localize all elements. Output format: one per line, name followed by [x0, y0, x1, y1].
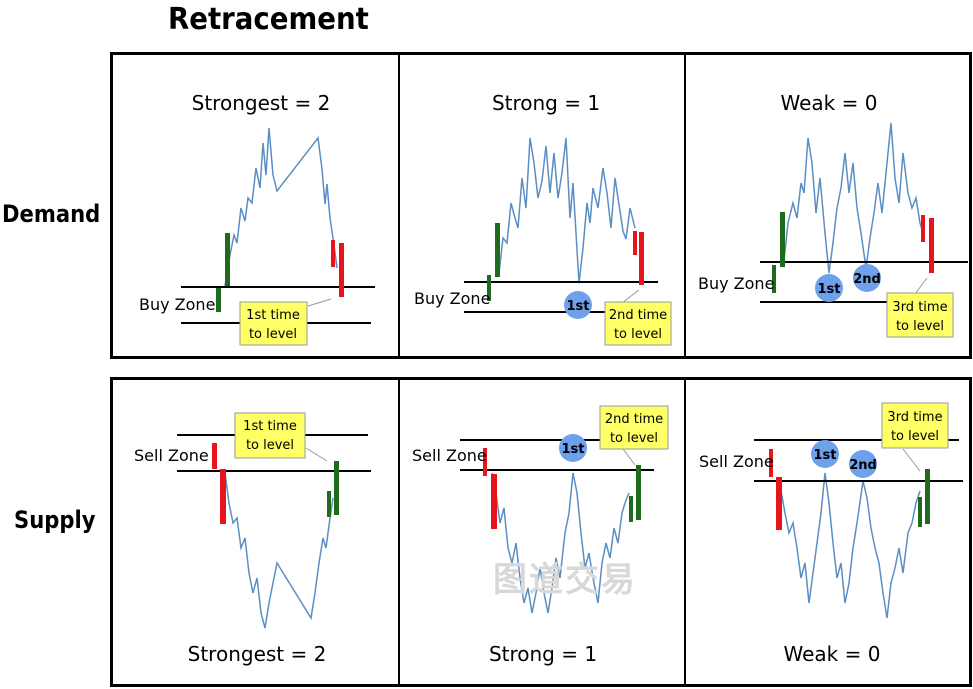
price-line — [783, 122, 924, 274]
note-line: 1st time — [246, 308, 300, 323]
supply-grid: Strongest = 2 Sell Zone 1st time to leve… — [110, 377, 972, 687]
panel-title: Strong = 1 — [492, 91, 600, 115]
panel-supply-weak: Weak = 0 Sell Zone 1st 2nd 3rd time to l… — [699, 402, 963, 666]
price-line — [780, 472, 921, 619]
badge-2nd — [849, 450, 877, 478]
note-line: to level — [891, 429, 939, 444]
panel-demand-weak: Weak = 0 Buy Zone 1st 2nd 3rd time to le… — [698, 91, 968, 338]
note-line: 2nd time — [605, 412, 663, 427]
zone-label: Sell Zone — [134, 446, 209, 465]
row-label-supply: Supply — [14, 506, 96, 534]
bull-candle — [334, 461, 339, 515]
note-line: to level — [246, 438, 294, 453]
badge-label: 1st — [814, 448, 837, 463]
badge-1st — [559, 434, 587, 462]
note-box — [239, 301, 308, 346]
bull-candle — [918, 497, 922, 527]
note-box — [599, 405, 669, 450]
bear-candle — [633, 231, 637, 255]
panel-supply-strongest: Strongest = 2 Sell Zone 1st time to leve… — [134, 412, 371, 666]
badge-label: 1st — [562, 442, 585, 457]
callout-connector — [305, 447, 328, 462]
callout-connector — [902, 448, 921, 472]
bear-candle — [929, 218, 934, 273]
panel-title: Strongest = 2 — [192, 91, 331, 115]
bull-candle — [772, 265, 776, 293]
grid-divider — [398, 380, 400, 684]
page-title: Retracement — [168, 2, 369, 37]
note-line: 3rd time — [892, 300, 947, 315]
note-box — [886, 292, 954, 338]
note-line: to level — [614, 327, 662, 342]
zone-label: Buy Zone — [414, 289, 490, 308]
demand-panels: Strongest = 2 Buy Zone 1st time to level… — [139, 91, 968, 346]
note-line: 2nd time — [609, 308, 667, 323]
zone-label: Sell Zone — [699, 452, 774, 471]
panel-title: Strong = 1 — [489, 642, 597, 666]
panel-demand-strongest: Strongest = 2 Buy Zone 1st time to level — [139, 91, 375, 346]
bear-candle — [339, 243, 344, 297]
callout-connector — [621, 289, 640, 304]
badge-label: 2nd — [849, 458, 877, 473]
grid-divider — [398, 55, 400, 356]
price-line — [491, 472, 630, 614]
demand-grid: Strongest = 2 Buy Zone 1st time to level… — [110, 52, 972, 359]
watermark: 图道交易 — [493, 560, 637, 600]
note-line: to level — [896, 319, 944, 334]
note-line: to level — [249, 327, 297, 342]
supply-panels: Strongest = 2 Sell Zone 1st time to leve… — [134, 402, 963, 666]
bull-candle — [495, 223, 500, 277]
badge-1st — [811, 440, 839, 468]
grid-divider — [684, 380, 686, 684]
badge-1st — [815, 274, 843, 302]
row-label-demand: Demand — [2, 200, 101, 228]
bear-candle — [776, 477, 782, 530]
bear-candle — [769, 449, 773, 477]
bull-candle — [629, 496, 633, 522]
panel-title: Weak = 0 — [781, 91, 878, 115]
badge-label: 1st — [818, 282, 841, 297]
panel-title: Strongest = 2 — [188, 642, 327, 666]
bull-candle — [487, 275, 491, 301]
note-box — [604, 301, 672, 346]
badge-1st — [564, 291, 592, 319]
badge-label: 2nd — [853, 272, 881, 287]
note-line: 3rd time — [887, 410, 942, 425]
callout-connector — [622, 448, 636, 466]
grid-divider — [684, 55, 686, 356]
badge-label: 1st — [567, 299, 590, 314]
panel-demand-strong: Strong = 1 Buy Zone 1st 2nd time to leve… — [414, 91, 672, 346]
panel-title: Weak = 0 — [784, 642, 881, 666]
bear-candle — [921, 215, 925, 242]
zone-label: Sell Zone — [412, 446, 487, 465]
bull-candle — [216, 288, 221, 312]
note-box — [881, 402, 949, 449]
zone-label: Buy Zone — [139, 295, 215, 314]
callout-connector — [307, 298, 332, 307]
price-line — [224, 472, 334, 629]
bull-candle — [636, 465, 641, 520]
bear-candle — [491, 474, 497, 529]
bull-candle — [225, 233, 230, 286]
note-line: 1st time — [243, 419, 297, 434]
zone-label: Buy Zone — [698, 274, 774, 293]
bull-candle — [327, 491, 331, 517]
note-line: to level — [610, 431, 658, 446]
note-box — [234, 412, 306, 459]
bull-candle — [780, 212, 785, 267]
badge-2nd — [853, 264, 881, 292]
bear-candle — [212, 443, 217, 469]
bear-candle — [220, 469, 226, 524]
bear-candle — [639, 232, 644, 285]
bear-candle — [331, 240, 335, 267]
price-line — [498, 137, 636, 284]
price-line — [224, 127, 338, 287]
callout-connector — [914, 277, 928, 295]
panel-supply-strong: Strong = 1 Sell Zone 1st 2nd time to lev… — [412, 405, 669, 666]
bear-candle — [483, 448, 487, 476]
bull-candle — [925, 469, 930, 524]
